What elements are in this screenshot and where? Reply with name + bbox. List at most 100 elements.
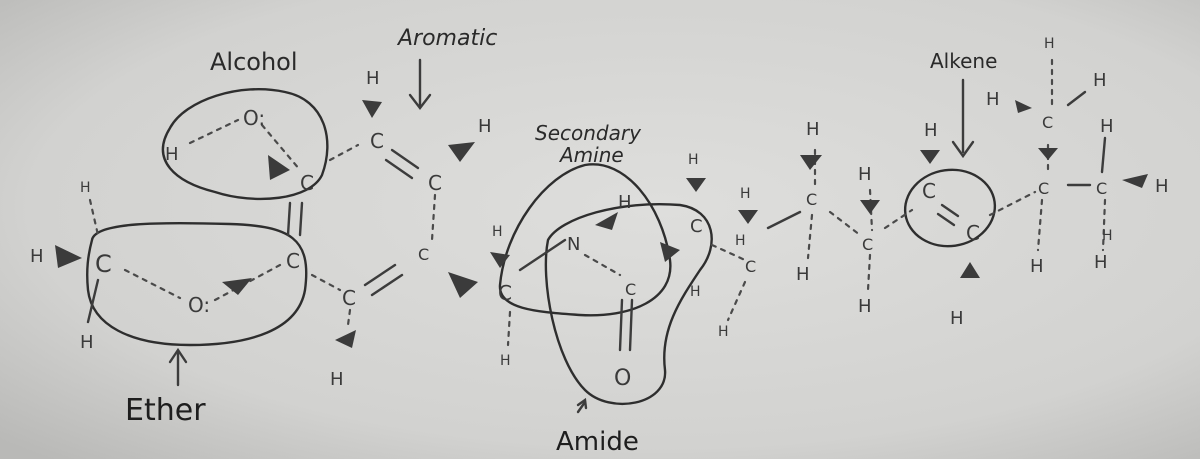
arrow-amide xyxy=(576,397,588,414)
atom-c-amide-left: C xyxy=(498,281,512,305)
bond-chain-1 xyxy=(710,243,747,262)
atom-h-alkene1: H xyxy=(924,120,938,141)
bond-n-c xyxy=(583,253,622,277)
atom-h-chain2-bottom: H xyxy=(796,264,810,285)
wedge-arom-top xyxy=(362,100,382,118)
bond-o-c-ether xyxy=(213,263,282,302)
label-aromatic: Aromatic xyxy=(396,26,497,51)
atom-c-iso-top: C xyxy=(1042,113,1053,132)
bond-arom-vertical xyxy=(430,193,437,242)
bond-chain-3 xyxy=(828,210,862,237)
wedge-chain2-top xyxy=(800,155,822,170)
bond-c-c-alcohol-ether-a xyxy=(286,201,292,237)
wedge-chain3-top xyxy=(860,200,880,214)
arrow-aromatic xyxy=(408,58,432,110)
atom-h-iso-r2: H xyxy=(1155,176,1169,197)
atom-c-arom-low: C xyxy=(342,286,356,310)
arrow-alkene xyxy=(951,78,975,159)
atom-h-cr-top: H xyxy=(688,152,699,168)
bond-c-n xyxy=(518,238,567,272)
atom-h-ether-top: H xyxy=(80,180,91,196)
bond-arom-double-1b xyxy=(384,158,414,180)
atom-h-iso-t1: H xyxy=(1044,36,1055,52)
wedge-iso-top xyxy=(1015,100,1032,113)
wedge-cr-top xyxy=(686,178,706,192)
bond-iso-top-h2 xyxy=(1066,90,1087,107)
arrow-ether xyxy=(168,347,188,387)
atom-h-iso-b2: H xyxy=(1102,228,1113,244)
amide-enclosure xyxy=(544,203,713,405)
atom-c-alkene1: C xyxy=(922,179,936,203)
bond-c-o-ether xyxy=(123,268,182,300)
bond-chain-2-h-bottom xyxy=(806,213,814,260)
bond-chain-1-h xyxy=(726,280,747,322)
wedge-iso-right xyxy=(1122,174,1148,188)
wedge-arom-bottom xyxy=(335,330,356,348)
bond-c-h-arom-low xyxy=(346,308,352,327)
label-secondary: Secondary xyxy=(535,121,642,145)
atom-c-ether-right: C xyxy=(286,249,300,273)
bond-chain-3-h-bottom xyxy=(866,253,872,292)
wedge-alkene2 xyxy=(960,262,980,278)
bond-c-o-carbonyl-a xyxy=(618,298,624,352)
atom-c-alcohol: C xyxy=(300,171,314,195)
atom-o-carbonyl: O xyxy=(614,366,631,391)
atom-h-amide-left: H xyxy=(492,224,503,240)
bond-arom-double-2a xyxy=(363,263,397,287)
atom-h-chain3-top: H xyxy=(858,164,872,185)
wedge-arom-low xyxy=(448,272,478,298)
atom-h-chain1-left: H xyxy=(735,233,746,249)
atom-c-arom-center: C xyxy=(418,245,429,264)
bond-ether-h-top xyxy=(88,198,100,237)
bond-ether-h-bottom xyxy=(86,278,100,324)
atom-h-arom-mid: H xyxy=(478,116,492,137)
bond-h-o-alcohol xyxy=(188,118,240,145)
bond-iso-right-h-top xyxy=(1100,136,1107,174)
label-alkene: Alkene xyxy=(930,49,997,73)
label-amide: Amide xyxy=(556,427,639,457)
wedge-amine-right xyxy=(660,242,680,262)
atom-c-carbonyl: C xyxy=(625,280,636,299)
bond-arom-double-2b xyxy=(370,273,404,297)
atom-h-iso-r1: H xyxy=(1100,116,1114,137)
atom-h-ether-left: H xyxy=(30,246,44,267)
atom-h-iso-b1: H xyxy=(1030,256,1044,277)
alcohol-enclosure xyxy=(161,88,329,201)
atom-h-iso-t3: H xyxy=(1093,70,1107,91)
atom-c-chain3: C xyxy=(862,235,873,254)
atom-h-alkene2: H xyxy=(950,308,964,329)
atom-c-arom-top: C xyxy=(370,129,384,153)
bond-chain-2 xyxy=(766,210,802,230)
atom-h-chain3-bottom: H xyxy=(858,296,872,317)
atom-h-ether-bottom: H xyxy=(80,332,94,353)
bond-alkene-double-b xyxy=(936,212,956,227)
atom-h-alcohol: H xyxy=(165,144,179,165)
atom-c-amine-right: C xyxy=(690,216,703,237)
wedge-alkene1 xyxy=(920,150,940,164)
wedge-ether-o xyxy=(222,278,252,295)
wedge-amine xyxy=(595,212,618,230)
wedge-alcohol xyxy=(268,155,290,180)
atom-h-cr-bottom: H xyxy=(690,284,701,300)
atom-c-chain1: C xyxy=(745,257,756,276)
bond-arom-double-1a xyxy=(390,148,420,170)
atom-o-alcohol: O: xyxy=(243,106,265,130)
bond-alkene-double-a xyxy=(940,203,960,218)
atom-h-chain1-top: H xyxy=(740,186,751,202)
atom-h-chain2-top: H xyxy=(806,119,820,140)
bond-alkene-iso xyxy=(988,190,1037,217)
label-alcohol: Alcohol xyxy=(210,48,298,76)
wedge-iso-mid xyxy=(1038,148,1058,160)
bond-o-c-alcohol xyxy=(260,123,302,172)
bond-iso-center-h xyxy=(1036,198,1044,252)
atom-c-iso-center: C xyxy=(1038,179,1049,198)
atom-h-amide-below: H xyxy=(500,353,511,369)
atom-h-iso-r3: H xyxy=(1094,252,1108,273)
bond-c-c-alcohol-ether-b xyxy=(298,201,304,237)
atom-h-arom-top: H xyxy=(366,68,380,89)
atom-h-iso-t2: H xyxy=(986,89,1000,110)
atom-c-arom-mid: C xyxy=(428,171,442,195)
